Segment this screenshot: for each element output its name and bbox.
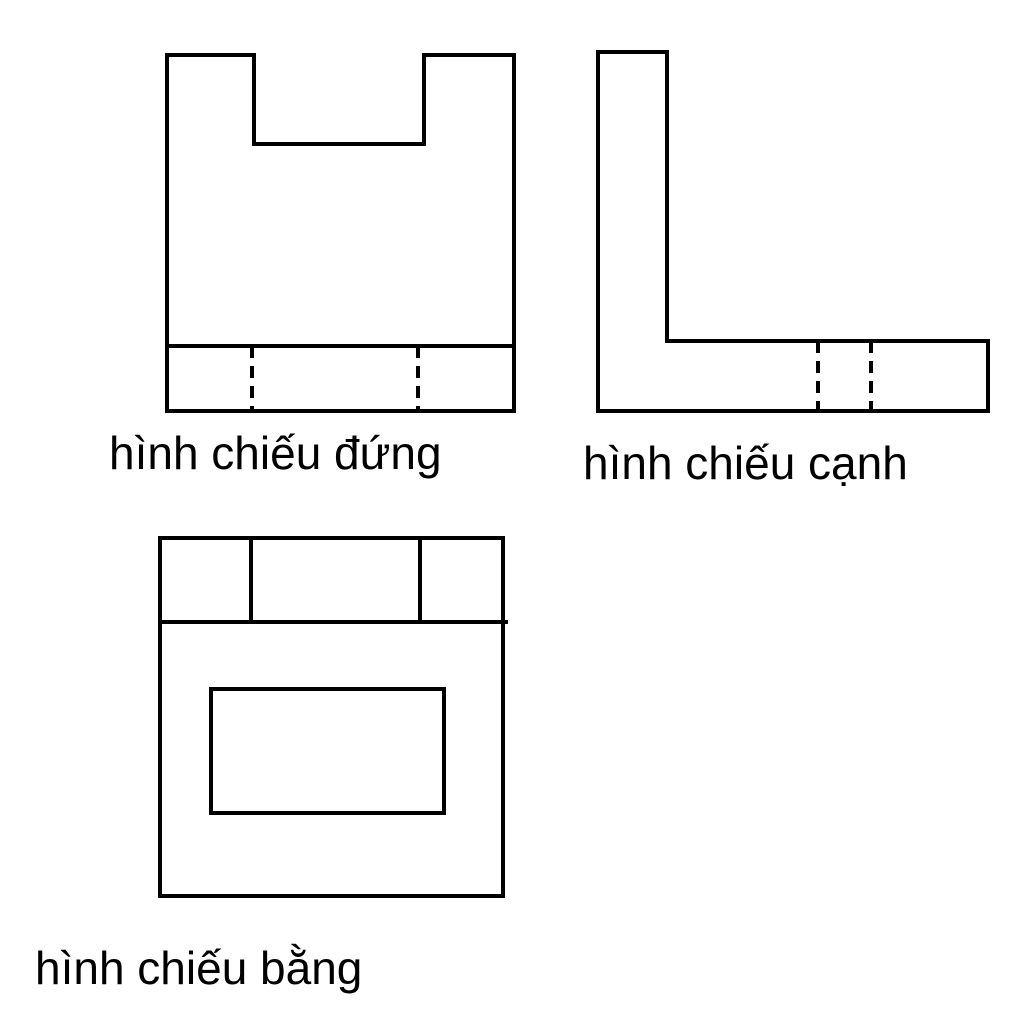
top-view-label: hình chiếu bằng: [35, 942, 363, 994]
front-view-outline: [165, 53, 516, 413]
side-view-label: hình chiếu cạnh: [583, 437, 908, 489]
side-view-outline: [596, 50, 990, 413]
top-view-inner-rectangle: [209, 687, 446, 815]
front-view-label: hình chiếu đứng: [109, 427, 442, 479]
top-view-outline: [158, 536, 505, 898]
